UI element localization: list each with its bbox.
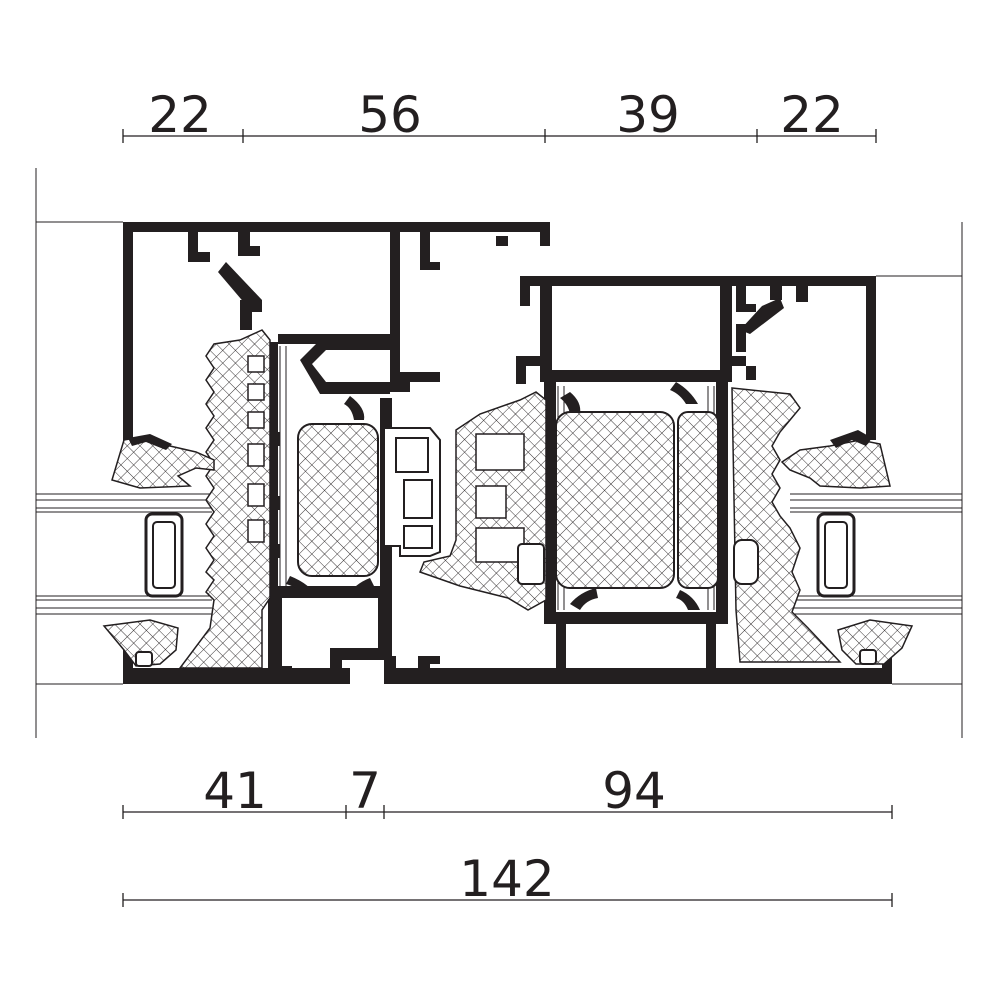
left-sash-insulating-core	[297, 423, 379, 577]
dim-top-3: 39	[616, 86, 680, 144]
left-glazing-rail	[276, 346, 287, 598]
right-sash-insulating-strip	[677, 411, 719, 589]
right-outer-gasket-bottom	[837, 619, 914, 665]
left-glass-pane	[36, 493, 212, 615]
dim-bottom-1: 41	[203, 762, 267, 820]
right-sash-profile	[384, 276, 892, 684]
central-interlock-clip	[517, 543, 545, 585]
dim-top-4: 22	[780, 86, 844, 144]
bottom-dimension-line	[122, 805, 893, 819]
right-sash-insulating-core	[555, 411, 675, 589]
left-thermal-break-teeth	[247, 355, 265, 543]
dim-top-2: 56	[358, 86, 422, 144]
dim-total: 142	[459, 850, 554, 908]
right-thermal-break-clip	[733, 539, 759, 585]
wall-reference-lines	[35, 168, 963, 738]
dim-bottom-2: 7	[349, 762, 381, 820]
total-dimension-line	[122, 893, 893, 907]
top-dimension-line	[122, 129, 877, 143]
right-glass-pane	[790, 493, 962, 615]
dim-bottom-3: 94	[602, 762, 666, 820]
right-outer-gasket-top	[780, 439, 891, 489]
left-outer-gasket-bottom	[102, 619, 179, 667]
dim-top-1: 22	[148, 86, 212, 144]
right-thermal-break	[731, 387, 842, 663]
